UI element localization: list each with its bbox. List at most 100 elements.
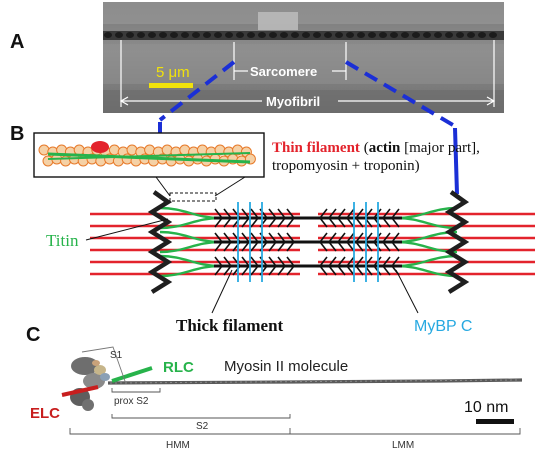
zoom-guide-right-stub — [453, 127, 459, 195]
micrograph-scale-bar — [149, 83, 193, 88]
myosin-head-right — [382, 232, 391, 252]
sarcomere-schematic — [90, 190, 535, 294]
sarcomere-label: Sarcomere — [250, 64, 317, 79]
titin-strand — [159, 240, 221, 254]
z-line-dot — [401, 32, 409, 38]
molecule-scale-label: 10 nm — [464, 399, 508, 416]
z-line-dot — [368, 32, 376, 38]
myosin-head-left — [214, 208, 223, 228]
myosin-head-left — [223, 208, 232, 228]
myosin-head-right — [328, 256, 337, 276]
actin-bead — [73, 144, 85, 156]
thick-filament-pointer — [211, 269, 233, 314]
myosin-head-left — [250, 256, 259, 276]
myosin-head-right — [355, 256, 364, 276]
z-line-dot — [159, 32, 167, 38]
myosin-head-right — [391, 232, 400, 252]
z-line-dot — [170, 32, 178, 38]
actin-bead — [179, 144, 191, 156]
troponin-blob — [91, 141, 109, 153]
tropomyosin-strand-2 — [47, 152, 251, 160]
z-line-dot — [280, 32, 288, 38]
thick-filament-label: Thick filament — [176, 316, 284, 335]
z-line-dot — [313, 32, 321, 38]
z-line-dot — [115, 32, 123, 38]
titin-strand — [159, 216, 221, 230]
panel-label-a: A — [10, 31, 24, 53]
titin-label: Titin — [46, 231, 79, 250]
titin-pointer — [85, 218, 169, 241]
rlc-segment — [111, 366, 153, 383]
myosin-head-right — [346, 256, 355, 276]
thin-filament-actin: actin — [369, 140, 401, 156]
z-line-dot — [357, 32, 365, 38]
z-line-dot — [192, 32, 200, 38]
s1-bracket — [81, 346, 127, 385]
z-line-dot — [181, 32, 189, 38]
myosin-head-left — [268, 208, 277, 228]
z-line-density-pattern — [104, 32, 497, 38]
thin-filament-open-paren: ( — [360, 140, 369, 156]
myosin-head-left — [223, 232, 232, 252]
z-line-dot — [346, 32, 354, 38]
myosin-head-left — [277, 256, 286, 276]
myosin-head-right — [391, 208, 400, 228]
titin-strand — [396, 264, 458, 278]
z-line-dot — [489, 32, 497, 38]
myosin-head-left — [286, 256, 295, 276]
z-line-dot — [456, 32, 464, 38]
myosin-head-left — [277, 208, 286, 228]
z-line-dot — [104, 32, 112, 38]
myosin-head-right — [382, 208, 391, 228]
rlc-label: RLC — [163, 359, 194, 376]
z-line-dot — [258, 32, 266, 38]
z-line-dot — [148, 32, 156, 38]
actin-bead — [144, 144, 156, 156]
myosin-head-right — [328, 232, 337, 252]
inset-connector-left — [155, 176, 171, 197]
z-line — [444, 190, 470, 294]
titin-strand — [396, 216, 458, 230]
molecule-title: Myosin II molecule — [224, 358, 348, 375]
myosin-head-right — [328, 208, 337, 228]
z-line-dot — [236, 32, 244, 38]
actin-bead — [126, 144, 138, 156]
z-line-dot — [412, 32, 420, 38]
myosin-head-right — [337, 256, 346, 276]
s2-bracket — [111, 414, 291, 419]
myosin-head-left — [214, 256, 223, 276]
z-line-dot — [423, 32, 431, 38]
actin-bead — [161, 144, 173, 156]
z-line-dot — [247, 32, 255, 38]
myosin-head-left — [250, 232, 259, 252]
z-line — [147, 190, 173, 294]
inset-connector-right — [214, 176, 246, 197]
myosin-head-left — [223, 256, 232, 276]
myofibril-bracket — [119, 40, 496, 107]
z-line-dot — [126, 32, 134, 38]
myosin-head-right — [319, 208, 328, 228]
myosin-head-left — [241, 232, 250, 252]
thin-filament-inset — [33, 132, 265, 178]
lmm-label: LMM — [392, 440, 414, 451]
myosin-head-right — [319, 256, 328, 276]
prox-s2-bracket — [111, 388, 161, 393]
myosin-heads — [70, 357, 110, 411]
inset-source-box — [169, 192, 217, 202]
myosin-tail-texture — [109, 379, 521, 384]
myofibril-micrograph — [103, 2, 504, 113]
z-line-dot — [379, 32, 387, 38]
panel-label-b: B — [10, 123, 24, 145]
myosin-head-right — [355, 208, 364, 228]
thin-filament-rest-line1: [major part], — [400, 140, 480, 156]
molecule-scale-bar — [476, 419, 514, 424]
z-line-dot — [269, 32, 277, 38]
z-line-dot — [214, 32, 222, 38]
z-line-dot — [478, 32, 486, 38]
actin-bead — [38, 144, 50, 156]
elc-segment — [61, 385, 99, 397]
z-line-dot — [335, 32, 343, 38]
z-line-dot — [225, 32, 233, 38]
myosin-head-right — [337, 208, 346, 228]
myosin-head-left — [241, 208, 250, 228]
